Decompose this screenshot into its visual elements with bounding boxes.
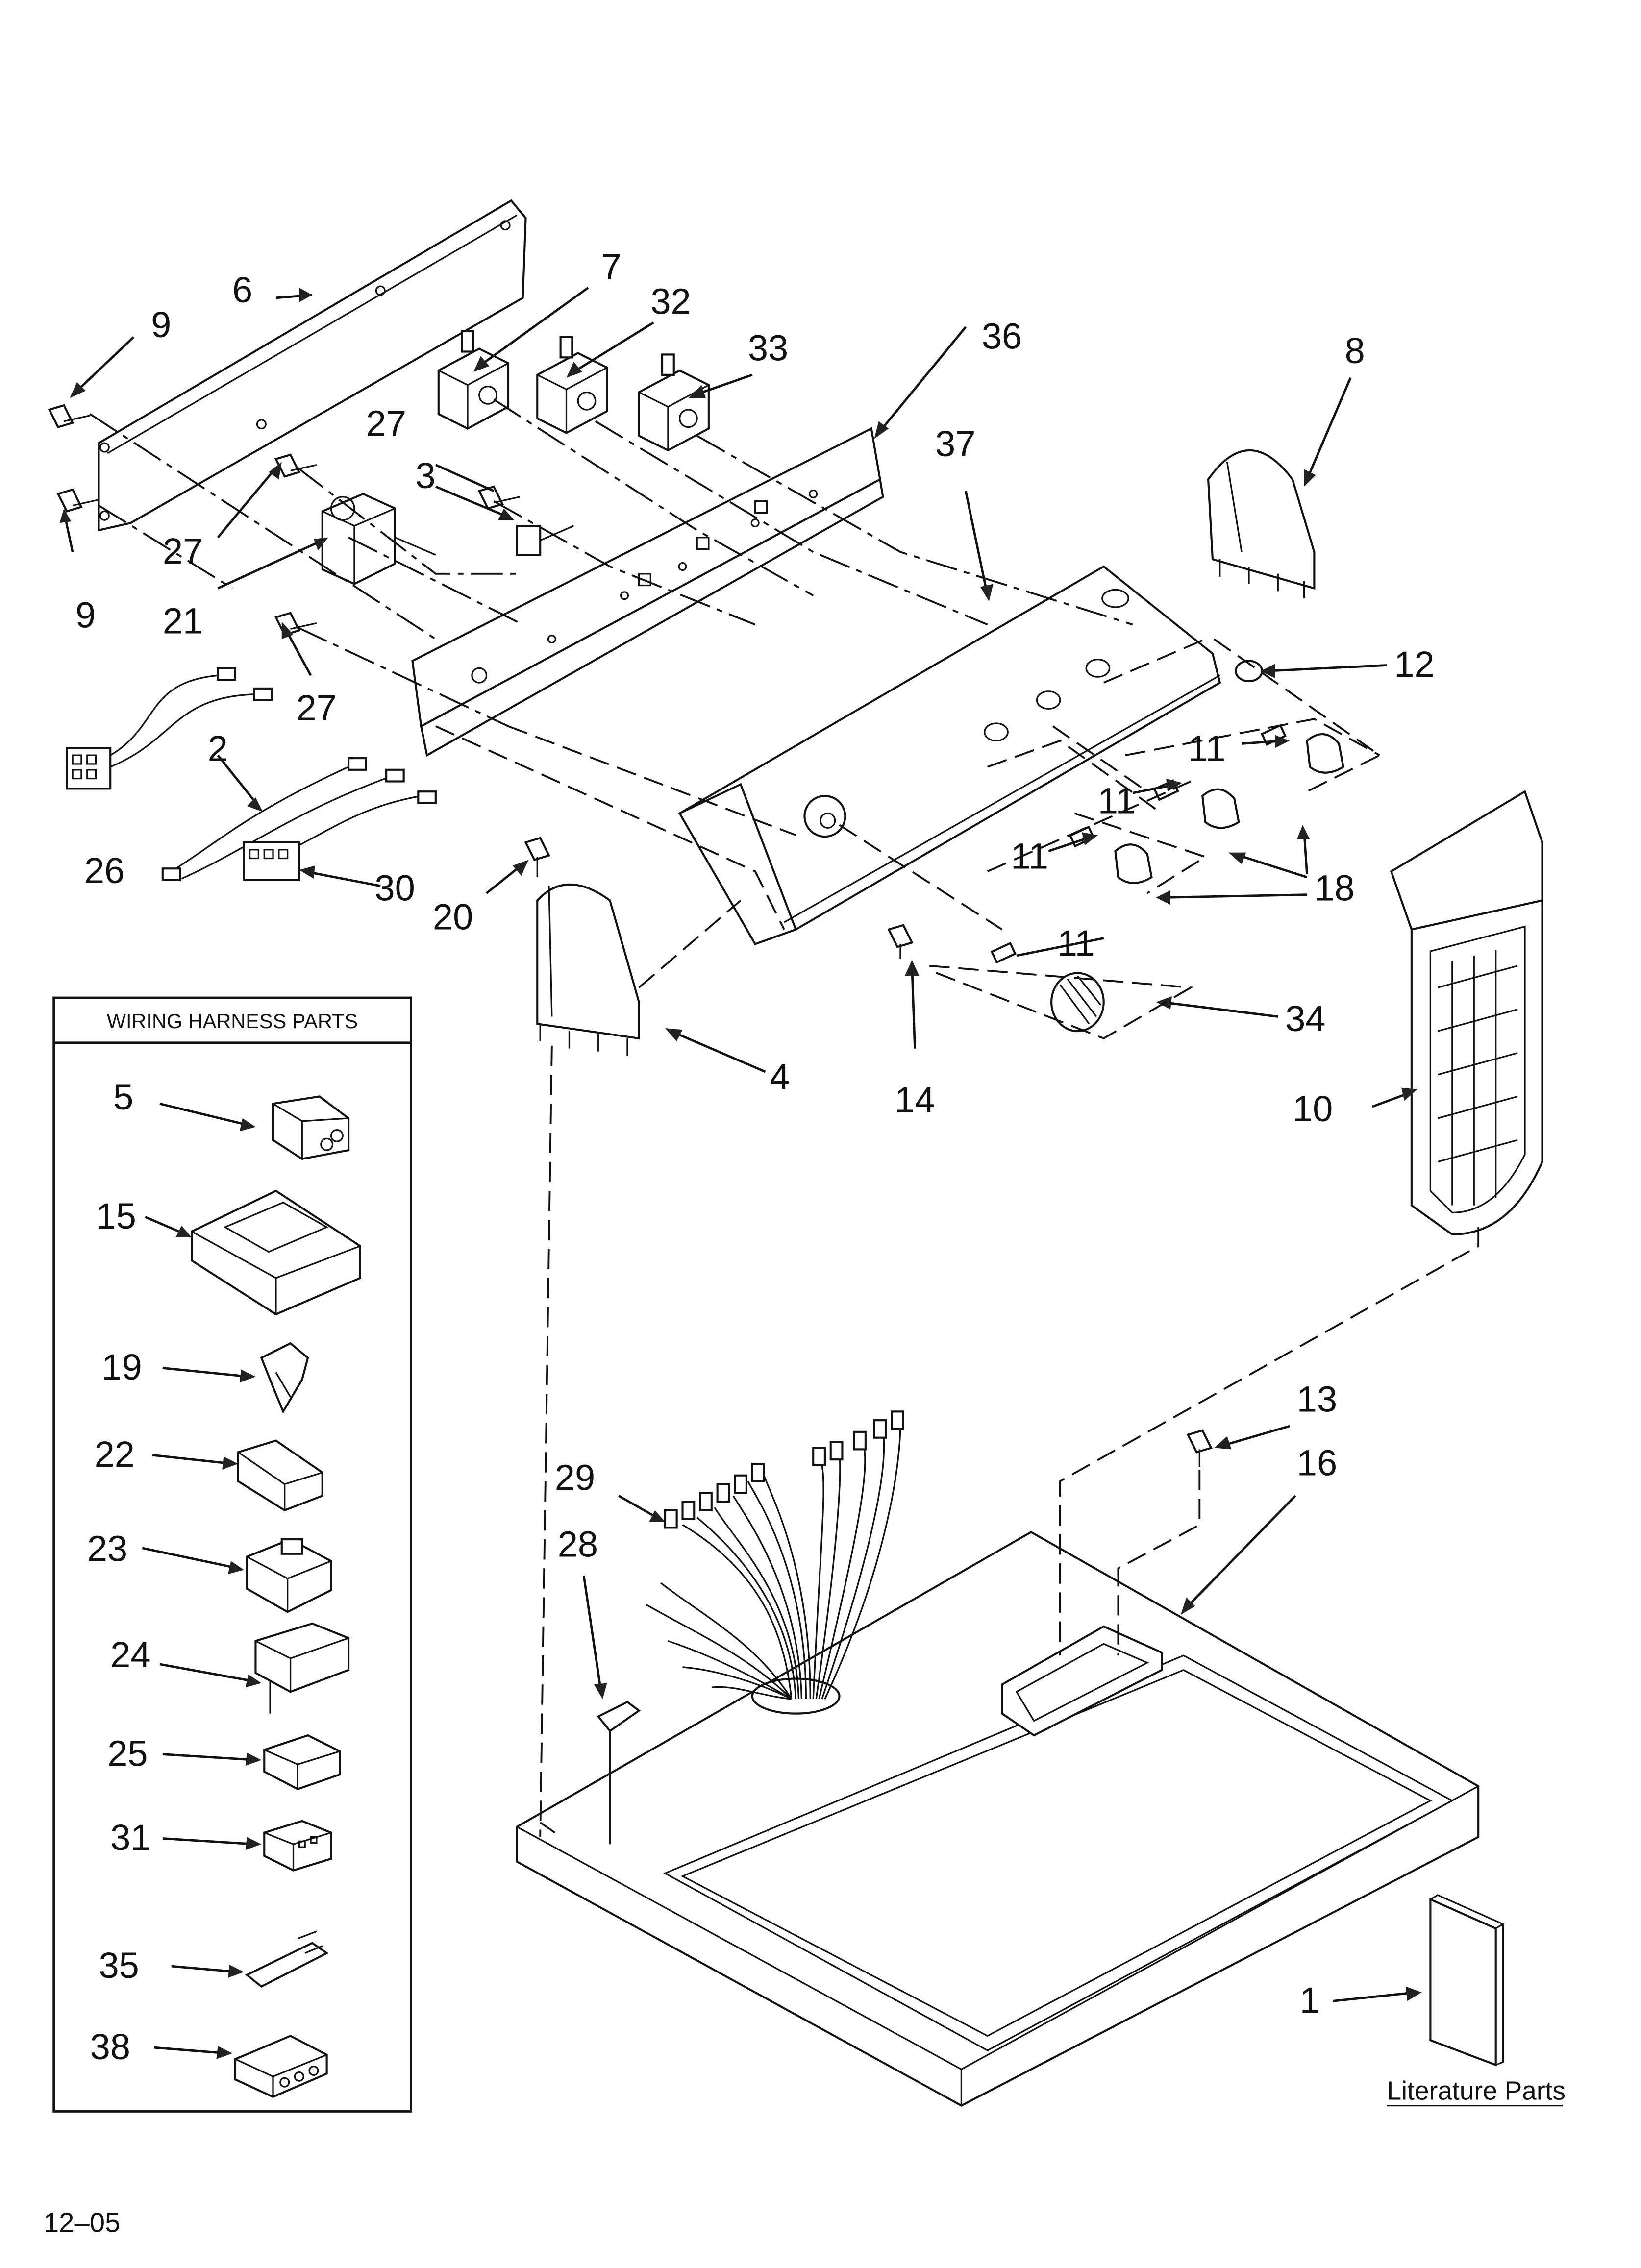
callout-1: 1	[1300, 1980, 1320, 2021]
top-panel-16-part	[516, 1530, 1480, 2107]
harness-26-part	[66, 667, 273, 790]
lint-screen-10-part	[1390, 790, 1543, 1235]
callout-23: 23	[87, 1528, 127, 1569]
callout-19: 19	[101, 1347, 142, 1387]
knob-18-b	[1201, 788, 1240, 829]
callout-14: 14	[895, 1080, 935, 1120]
callout-27-b: 27	[163, 531, 203, 571]
end-cap-8-part	[1207, 449, 1316, 599]
callout-9-bottom: 9	[75, 594, 96, 635]
switch-33-part	[638, 353, 710, 452]
end-cap-4-part	[536, 883, 640, 1056]
callout-21: 21	[163, 600, 203, 641]
callout-7: 7	[601, 246, 622, 287]
console-37-part	[678, 565, 1221, 945]
part-25-connector	[263, 1734, 341, 1790]
literature-parts-label: Literature Parts	[1387, 2077, 1566, 2107]
clip-11-d	[990, 941, 1017, 964]
rear-bracket-part	[98, 199, 527, 532]
callout-18: 18	[1314, 867, 1354, 908]
assembly-lines	[89, 398, 1480, 1837]
callout-30: 30	[374, 867, 415, 908]
callout-11-d: 11	[1057, 923, 1095, 963]
callout-13: 13	[1297, 1379, 1337, 1419]
callout-25: 25	[107, 1733, 148, 1774]
part-23-connector	[246, 1538, 332, 1613]
part-24-connector	[254, 1622, 350, 1714]
callout-27-a: 27	[366, 403, 406, 444]
callout-34: 34	[1285, 998, 1325, 1039]
switch-32-part	[536, 336, 608, 434]
part-5-connector	[272, 1095, 350, 1160]
box-title: WIRING HARNESS PARTS	[107, 1010, 358, 1033]
screw-27-a	[274, 453, 317, 478]
callout-labels: 6 9 9 7 32 33 36 37 8 27 3 27 21 27 12 2…	[75, 246, 1435, 2067]
callout-5: 5	[113, 1077, 133, 1117]
callout-38: 38	[90, 2026, 130, 2067]
callout-26: 26	[84, 850, 124, 891]
callout-20: 20	[433, 897, 473, 937]
part-31-connector	[263, 1820, 332, 1872]
knob-18-a	[1306, 733, 1344, 774]
switch-7-part	[437, 330, 510, 430]
literature-parts-text: Literature Parts	[1387, 2077, 1566, 2106]
callout-33: 33	[748, 327, 788, 368]
callout-36: 36	[982, 316, 1022, 357]
callout-22: 22	[95, 1434, 135, 1475]
part-38-connector	[234, 2035, 328, 2098]
callout-2: 2	[208, 728, 228, 769]
callout-15: 15	[96, 1196, 136, 1236]
knob-34-part	[1050, 972, 1105, 1033]
callout-29: 29	[555, 1457, 595, 1498]
panel-bracket-36-part	[411, 427, 884, 757]
footer-date: 12–05	[44, 2207, 121, 2238]
callout-8: 8	[1345, 330, 1365, 371]
callout-24: 24	[110, 1634, 150, 1675]
clip-3-part	[516, 524, 574, 556]
bracket-28-part	[597, 1701, 641, 1845]
knob-18-c	[1114, 843, 1153, 884]
callout-11-c: 11	[1011, 836, 1048, 876]
callout-35: 35	[99, 1945, 139, 1986]
callout-11-b: 11	[1098, 781, 1136, 821]
timer-21-part	[321, 493, 436, 585]
callout-27-c: 27	[296, 688, 336, 728]
screw-14-part	[887, 924, 914, 959]
harness-30-part	[243, 841, 300, 882]
harness-2-part	[161, 757, 437, 882]
wiring-harness-parts-box: WIRING HARNESS PARTS	[52, 996, 412, 2113]
screw-20-part	[524, 837, 550, 878]
part-19-clip	[260, 1342, 309, 1414]
callout-12: 12	[1394, 644, 1434, 685]
literature-1-part	[1429, 1894, 1505, 2067]
part-35-terminal	[245, 1930, 329, 1988]
callout-37: 37	[935, 423, 975, 464]
screw-9-lower	[56, 488, 99, 513]
callout-11-a: 11	[1188, 728, 1226, 769]
callout-28: 28	[558, 1524, 598, 1565]
leader-lines	[59, 287, 1422, 2059]
screw-13-part	[1186, 1429, 1213, 1467]
callout-31: 31	[110, 1817, 150, 1858]
part-22-connector	[237, 1439, 323, 1512]
callout-9-top: 9	[151, 304, 171, 345]
callout-32: 32	[650, 281, 691, 321]
callout-6: 6	[232, 270, 252, 310]
part-15-connector	[191, 1189, 361, 1316]
callout-16: 16	[1297, 1443, 1337, 1483]
screw-9-upper	[48, 404, 91, 429]
callout-3: 3	[415, 455, 435, 496]
callout-4: 4	[770, 1057, 790, 1097]
harness-29-part	[646, 1410, 904, 1700]
callout-10: 10	[1293, 1088, 1333, 1129]
